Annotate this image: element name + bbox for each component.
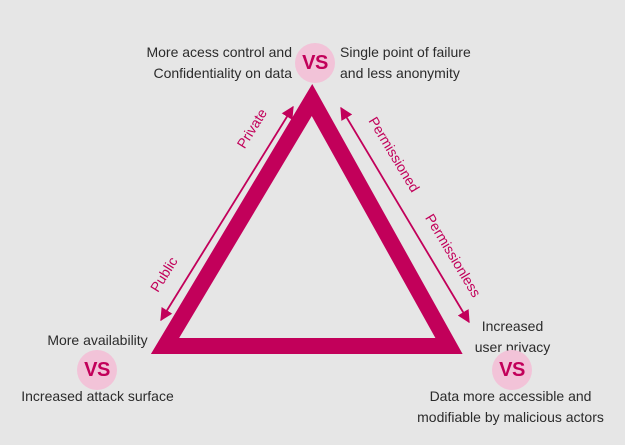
right-top-caption: Increased user privacy [460, 316, 565, 358]
top-vs-badge: VS [295, 43, 335, 83]
private-public-arrow [160, 105, 294, 322]
right-top-line2: user privacy [474, 339, 551, 355]
private-label: Private [233, 105, 270, 151]
public-label: Public [147, 254, 181, 295]
top-left-line2: Confidentiality on data [153, 65, 292, 81]
left-vs-badge: VS [77, 350, 117, 390]
permissionless-label: Permissionless [422, 211, 484, 300]
right-bottom-line2: modifiable by malicious actors [417, 409, 604, 425]
permissioned-label: Permissioned [366, 114, 423, 195]
top-right-line2: and less anonymity [340, 65, 460, 81]
left-bottom-caption: Increased attack surface [21, 388, 174, 404]
right-bottom-caption: Data more accessible and modifiable by m… [398, 386, 623, 428]
top-right-caption: Single point of failure and less anonymi… [340, 42, 540, 84]
trilemma-triangle [150, 83, 463, 354]
right-vs-badge: VS [492, 350, 532, 390]
top-right-line1: Single point of failure [340, 44, 471, 60]
right-top-line1: Increased [481, 318, 544, 334]
left-top-caption: More availability [47, 332, 148, 348]
top-left-line1: More acess control and [146, 44, 292, 60]
permissioned-permissionless-arrow [340, 106, 470, 324]
top-left-caption: More acess control and Confidentiality o… [108, 42, 292, 84]
right-bottom-line1: Data more accessible and [429, 388, 592, 404]
